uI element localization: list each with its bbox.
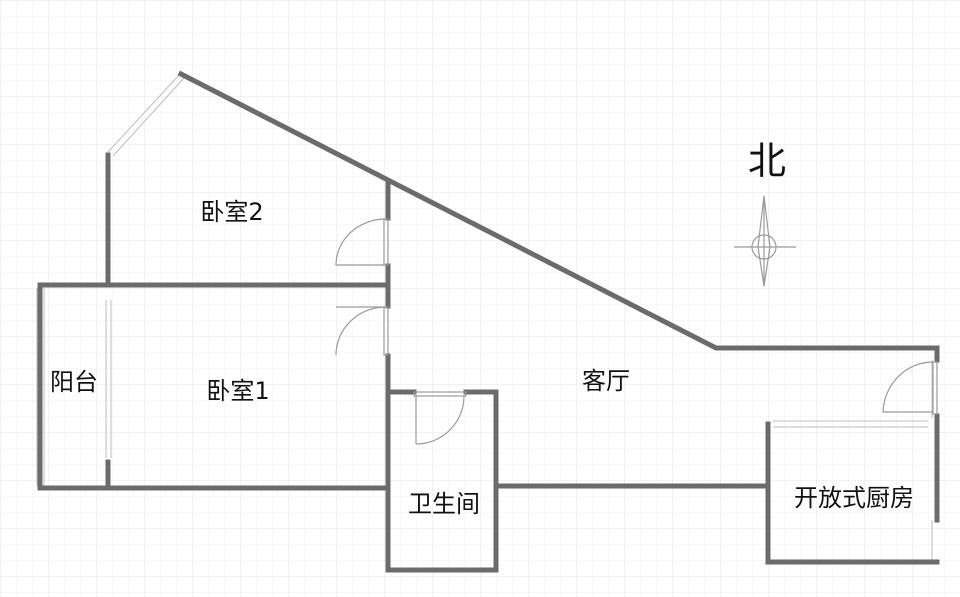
walls bbox=[37, 70, 940, 573]
room-label-balcony: 阳台 bbox=[50, 368, 98, 396]
north-arrow-icon bbox=[734, 195, 796, 287]
room-label-kitchen: 开放式厨房 bbox=[794, 484, 914, 512]
room-label-living-room: 客厅 bbox=[582, 367, 630, 395]
room-label-bedroom1: 卧室1 bbox=[206, 377, 269, 405]
room-label-bedroom2: 卧室2 bbox=[200, 198, 263, 226]
compass-north-label: 北 bbox=[748, 139, 786, 183]
doors bbox=[335, 218, 938, 445]
room-label-bathroom: 卫生间 bbox=[408, 490, 480, 518]
